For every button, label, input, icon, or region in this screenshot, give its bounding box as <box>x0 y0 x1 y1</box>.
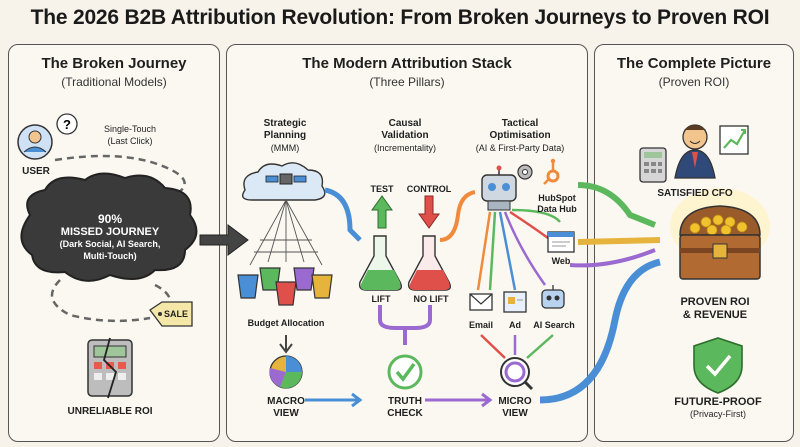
micro-magnifier-icon <box>500 357 534 391</box>
control-down-arrow <box>418 195 440 229</box>
gear-icon <box>517 164 533 180</box>
privacy-shield-icon <box>693 337 743 394</box>
flow-arrow <box>539 258 661 404</box>
proven-roi-label: & REVENUE <box>682 309 748 321</box>
web-label: Web <box>551 256 571 266</box>
lift-label: LIFT <box>371 294 391 304</box>
pillar-causal-title: Validation <box>381 130 429 141</box>
panel-heading: The Complete Picture <box>616 55 772 72</box>
user-icon <box>17 124 53 160</box>
cfo-person-icon <box>674 124 716 179</box>
panel-subheading: (Traditional Models) <box>61 75 167 89</box>
pillar-causal-title: Causal <box>388 118 422 129</box>
pillar-tactical-title: Optimisation <box>489 130 551 141</box>
journey-dashed-path <box>50 279 151 323</box>
missed-journey-cloud <box>20 172 198 282</box>
user-label: USER <box>22 166 50 177</box>
satisfied-cfo-label: SATISFIED CFO <box>657 188 733 199</box>
proven-roi-label: PROVEN ROI <box>680 296 750 308</box>
mmm-funnel-lines <box>249 199 323 266</box>
control-label: CONTROL <box>406 184 452 194</box>
privacy-first-label: (Privacy-First) <box>690 409 746 419</box>
truth-check-label: TRUTH <box>388 396 422 407</box>
truth-check-label: CHECK <box>387 408 423 419</box>
pillar-tactical-sub: (AI & First-Party Data) <box>475 143 565 153</box>
truth-check-icon <box>387 354 423 390</box>
ai-robot-icon <box>481 165 517 211</box>
budget-allocation-label: Budget Allocation <box>247 318 325 328</box>
channel-flow-lines <box>476 208 561 291</box>
missed-pct: 90% <box>97 212 123 226</box>
ad-display-icon <box>503 291 527 313</box>
macro-view-label: VIEW <box>273 408 299 419</box>
flow-arrow <box>279 335 293 354</box>
ad-label: Ad <box>509 320 521 330</box>
test-flask-icon <box>358 235 403 291</box>
panel-heading: The Modern Attribution Stack <box>302 55 512 72</box>
treasure-chest-icon <box>670 188 770 280</box>
unreliable-roi-label: UNRELIABLE ROI <box>67 406 153 417</box>
micro-converge-arrows <box>480 334 554 359</box>
journey-dashed-path <box>54 154 186 197</box>
flow-arrow <box>305 392 363 408</box>
flow-arrow <box>425 392 493 408</box>
single-touch-label: Single-Touch <box>103 124 157 134</box>
missed-journey-detail: Multi-Touch) <box>83 251 137 261</box>
future-proof-label: FUTURE-PROOF <box>674 396 762 408</box>
pillar-strategic-title: Strategic <box>263 118 307 129</box>
web-browser-icon <box>547 231 575 253</box>
budget-buckets-icon <box>237 267 333 306</box>
hubspot-label: Data Hub <box>537 204 577 214</box>
control-flask-icon <box>407 235 452 291</box>
macro-pie-chart-icon <box>269 355 303 389</box>
ai-search-robot-icon <box>541 285 565 309</box>
svg-text:?: ? <box>63 117 71 132</box>
panel-subheading: (Three Pillars) <box>369 75 445 89</box>
panel-subheading: (Proven ROI) <box>658 75 730 89</box>
macro-view-label: MACRO <box>267 396 305 407</box>
flow-arrow <box>378 305 432 345</box>
panel-transition-arrow <box>199 224 249 256</box>
flow-arrow <box>577 237 661 245</box>
last-click-label: (Last Click) <box>107 136 153 146</box>
flow-arrow <box>569 248 656 268</box>
pillar-strategic-title: Planning <box>263 130 307 141</box>
email-envelope-icon <box>469 293 493 311</box>
flow-arrow <box>577 182 657 228</box>
email-label: Email <box>468 320 493 330</box>
no-lift-label: NO LIFT <box>413 294 449 304</box>
micro-view-label: VIEW <box>502 408 528 419</box>
hubspot-logo-icon <box>543 158 560 185</box>
satellite-cloud-icon <box>242 162 326 201</box>
pillar-causal-sub: (Incrementality) <box>373 143 436 153</box>
sale-label: SALE <box>163 309 188 319</box>
test-up-arrow <box>371 195 393 229</box>
question-mark-icon: ? <box>56 113 78 135</box>
flow-arrow <box>439 190 476 242</box>
broken-calculator-icon <box>87 337 133 399</box>
growth-chart-icon <box>719 125 749 155</box>
test-label: TEST <box>370 184 394 194</box>
missed-journey-label: MISSED JOURNEY <box>60 226 160 238</box>
flow-arrow <box>324 187 362 242</box>
missed-journey-detail: (Dark Social, AI Search, <box>59 239 161 249</box>
calculator-icon <box>639 147 667 183</box>
panel-heading: The Broken Journey <box>41 55 187 72</box>
sale-tag-icon <box>149 301 193 327</box>
page-title: The 2026 B2B Attribution Revolution: Fro… <box>30 6 770 29</box>
hubspot-label: HubSpot <box>538 193 576 203</box>
micro-view-label: MICRO <box>498 396 532 407</box>
ai-search-label: AI Search <box>533 320 575 330</box>
pillar-tactical-title: Tactical <box>501 118 539 129</box>
pillar-strategic-sub: (MMM) <box>270 143 300 153</box>
